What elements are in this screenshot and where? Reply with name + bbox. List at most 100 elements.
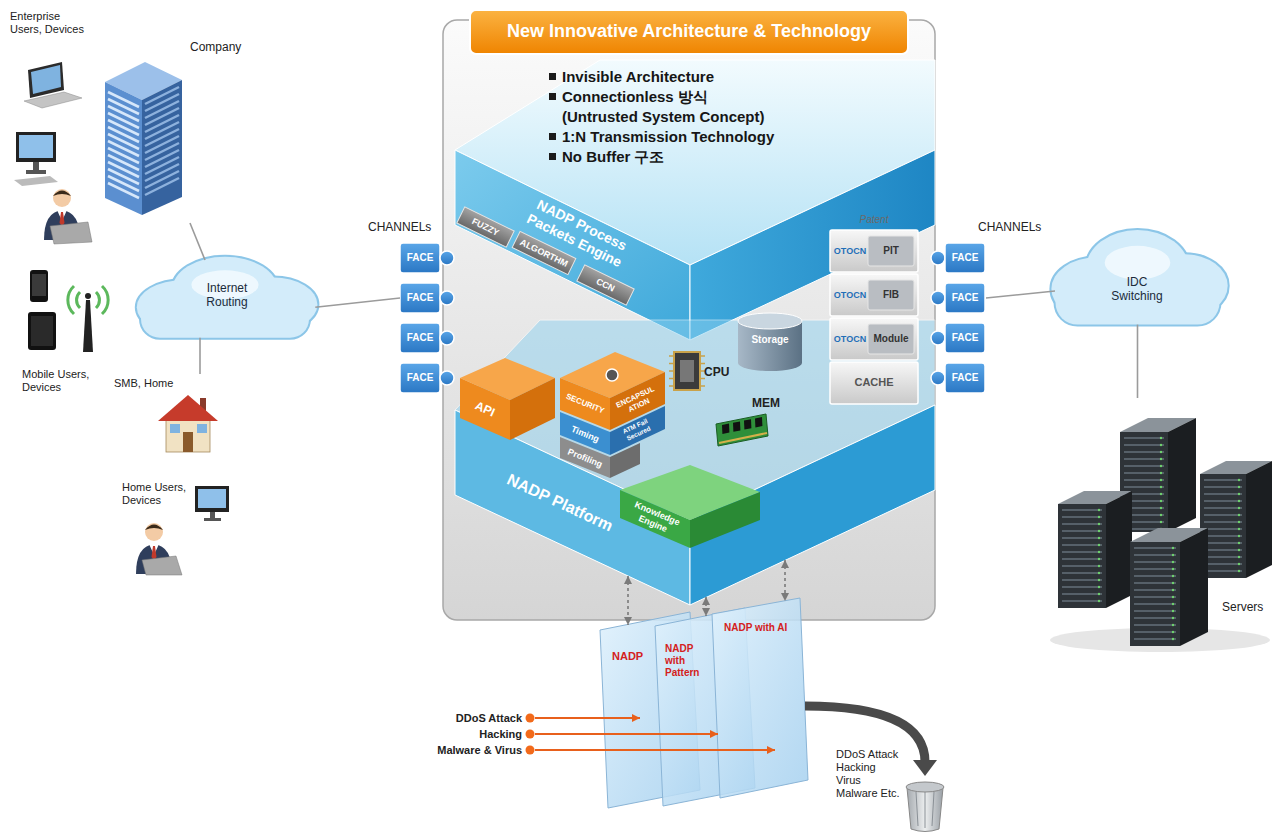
shape-part [1172,554,1174,556]
shape-part [108,92,139,107]
shape-part [1172,617,1174,619]
text-slot: NADP with AI [724,622,800,634]
shape-part [690,492,760,548]
shape-part [931,291,945,305]
shape-part [108,99,139,114]
shape-part [24,92,82,108]
shape-part [108,148,139,163]
engine-tab: CCN [577,265,634,305]
shape-part [610,443,640,478]
shape-part [1134,624,1176,626]
node-text: FACE [400,372,440,384]
shape-part [455,410,690,605]
node-text: Internet Routing [192,281,262,310]
shape-part [1098,523,1100,525]
text-slot: NADP Platform [495,493,625,513]
shape-part [198,489,226,508]
shape-part [455,150,690,340]
shape-part [1160,451,1162,453]
node-text: ENCAPSULATION [613,384,660,419]
home-users-node: Home Users, Devices [118,478,235,576]
shape-part [108,141,139,156]
shape-part [31,316,53,346]
shape-part [1098,516,1100,518]
shape-part [916,792,918,826]
text-slot: FIB [868,280,914,310]
shape-part [1134,575,1176,577]
shape-part [108,120,139,135]
node-text: OTOCN [832,246,868,257]
platform-layer: NADP PlatformAPISECURITYENCAPSULATIONTim… [455,300,935,610]
text-slot: Internet Routing [192,281,262,310]
text-slot: IDC Switching [1100,275,1174,304]
house-node: SMB, Home [112,374,225,462]
shape-part [1204,563,1242,565]
shape-part [1204,542,1242,544]
node-text: Timing [563,421,608,447]
bullet-text: 1:N Transmission Technology [562,127,862,147]
node-text: FACE [945,372,985,384]
trash-bin: DDoS Attack Hacking Virus Malware Etc. [834,745,948,835]
node-text: NADP [612,650,654,663]
node-text: MEM [752,396,792,410]
text-slot: Home Users, Devices [122,481,192,507]
shape-part [1124,479,1164,481]
node-text: API [464,394,506,423]
node-text: Knowledge Engine [621,496,689,541]
shape-part [1105,246,1171,280]
label-text: DDoS Attack [380,711,522,725]
shape-part [1238,535,1240,537]
engine-tab: FUZZY [457,207,514,247]
shape-part [470,10,908,54]
shape-part [868,280,914,310]
shape-part [108,134,139,149]
attack-arrow [535,733,718,735]
shape-part [197,424,207,433]
shape-part [1160,521,1162,523]
shape-part [68,286,74,314]
shape-part [1134,596,1176,598]
bullet-text: No Buffer 구조 [562,147,862,167]
shape-part [1172,568,1174,570]
shape-part [1124,437,1164,439]
node-shape [100,38,250,223]
node-shape [653,606,757,810]
shape-part [1098,558,1100,560]
shape-part [931,371,945,385]
node-text: OTOCN [832,334,868,345]
shape-part [77,292,80,308]
node-text: Home Users, Devices [122,481,192,507]
text-slot: Invisible Architecture [562,67,862,87]
shape-part [1062,579,1102,581]
shape-part [1134,561,1176,563]
shape-part [60,212,65,226]
text-slot: Servers [1222,600,1274,614]
otocn-module: OTOCNFIB [830,274,918,316]
api-block: API [458,356,558,442]
shape-part [83,300,93,352]
shape-part [1134,589,1176,591]
knowledge-engine-block: Knowledge Engine [618,462,763,550]
node-text: FIB [868,289,914,301]
channel-face: FACE [400,363,455,393]
text-slot: Hacking [380,727,522,741]
shape-part [108,155,139,170]
text-slot: DDoS Attack [380,711,522,725]
text-slot: MEM [752,396,792,410]
shape-part [1204,549,1242,551]
shape-part [31,65,61,94]
shape-part [931,331,945,345]
shape-part [1098,551,1100,553]
cache-module: CACHE [830,362,918,404]
shape-part [1062,558,1102,560]
shape-part [1238,528,1240,530]
shape-part [868,324,914,354]
shape-part [1238,563,1240,565]
shape-part [1098,572,1100,574]
text-slot: SMB, Home [114,377,186,390]
shape-part [1098,530,1100,532]
shape-part [204,518,221,521]
shape-part [108,162,139,177]
label-text: CHANNELs [978,220,1053,234]
shape-part [1160,493,1162,495]
